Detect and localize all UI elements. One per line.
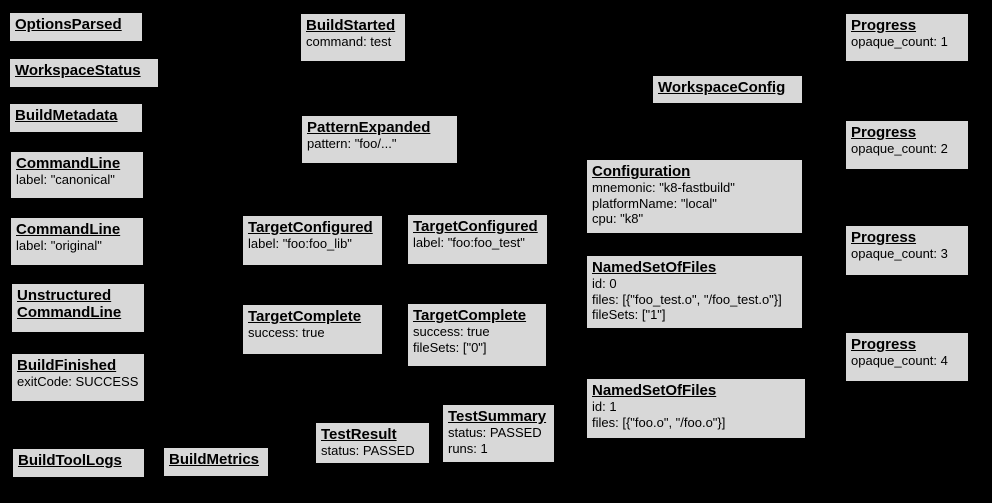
node-progress-4: Progress opaque_count: 4 — [845, 332, 969, 382]
node-targetconfigured-foo-test: TargetConfigured label: "foo:foo_test" — [407, 214, 548, 265]
node-attribute: opaque_count: 2 — [851, 141, 948, 157]
node-attribute: success: true — [248, 325, 325, 341]
node-attribute: exitCode: SUCCESS — [17, 374, 139, 390]
node-optionsparsed: OptionsParsed — [9, 12, 143, 42]
node-progress-1: Progress opaque_count: 1 — [845, 13, 969, 62]
node-title: Progress — [851, 229, 917, 246]
node-attribute: status: PASSED — [321, 443, 415, 459]
node-unstructuredcommandline: Unstructured CommandLine — [11, 283, 145, 333]
node-title: NamedSetOfFiles — [592, 259, 717, 276]
node-buildmetrics: BuildMetrics — [163, 447, 269, 477]
node-progress-2: Progress opaque_count: 2 — [845, 120, 969, 170]
node-attribute: status: PASSED — [448, 425, 542, 441]
node-title: BuildMetadata — [15, 107, 118, 124]
node-workspacestatus: WorkspaceStatus — [9, 58, 159, 88]
node-title: TargetConfigured — [248, 219, 373, 236]
node-title: Progress — [851, 124, 917, 141]
node-attribute: fileSets: ["1"] — [592, 307, 666, 323]
node-title: Progress — [851, 17, 917, 34]
node-title: CommandLine — [16, 155, 121, 172]
node-testsummary: TestSummary status: PASSED runs: 1 — [442, 404, 555, 463]
node-attribute: runs: 1 — [448, 440, 488, 456]
node-attribute: mnemonic: "k8-fastbuild" — [592, 180, 735, 196]
node-namedsetoffiles-1: NamedSetOfFiles id: 1 files: [{"foo.o", … — [586, 378, 806, 439]
node-attribute: platformName: "local" — [592, 195, 717, 211]
node-progress-3: Progress opaque_count: 3 — [845, 225, 969, 276]
node-title: TargetComplete — [413, 307, 527, 324]
node-attribute: id: 1 — [592, 399, 617, 415]
node-title: TestSummary — [448, 408, 547, 425]
node-attribute: opaque_count: 3 — [851, 246, 948, 262]
node-attribute: success: true — [413, 324, 490, 340]
node-title: CommandLine — [16, 221, 121, 238]
node-title: OptionsParsed — [15, 16, 122, 33]
node-attribute: fileSets: ["0"] — [413, 339, 487, 355]
node-buildstarted: BuildStarted command: test — [300, 13, 406, 62]
node-buildtoollogs: BuildToolLogs — [12, 448, 145, 478]
node-title: Unstructured CommandLine — [17, 287, 122, 322]
node-title: BuildStarted — [306, 17, 396, 34]
node-attribute: label: "foo:foo_test" — [413, 235, 525, 251]
node-attribute: cpu: "k8" — [592, 211, 644, 227]
node-attribute: id: 0 — [592, 276, 617, 292]
node-commandline-original: CommandLine label: "original" — [10, 217, 144, 266]
node-targetconfigured-foo-lib: TargetConfigured label: "foo:foo_lib" — [242, 215, 383, 266]
node-title: TargetComplete — [248, 308, 362, 325]
node-attribute: command: test — [306, 34, 392, 50]
node-buildmetadata: BuildMetadata — [9, 103, 143, 133]
node-configuration: Configuration mnemonic: "k8-fastbuild" p… — [586, 159, 803, 234]
node-buildfinished: BuildFinished exitCode: SUCCESS — [11, 353, 145, 402]
node-title: TestResult — [321, 426, 397, 443]
node-title: WorkspaceConfig — [658, 79, 786, 96]
node-attribute: files: [{"foo.o", "/foo.o"}] — [592, 414, 726, 430]
node-title: TargetConfigured — [413, 218, 538, 235]
node-title: WorkspaceStatus — [15, 62, 141, 79]
node-workspaceconfig: WorkspaceConfig — [652, 75, 803, 104]
node-attribute: pattern: "foo/..." — [307, 136, 397, 152]
node-title: Configuration — [592, 163, 691, 180]
node-title: BuildToolLogs — [18, 452, 122, 469]
node-attribute: files: [{"foo_test.o", "/foo_test.o"}] — [592, 291, 782, 307]
node-title: BuildFinished — [17, 357, 117, 374]
node-attribute: opaque_count: 1 — [851, 34, 948, 50]
node-title: Progress — [851, 336, 917, 353]
node-targetcomplete-foo-lib: TargetComplete success: true — [242, 304, 383, 355]
node-attribute: opaque_count: 4 — [851, 353, 948, 369]
node-title: PatternExpanded — [307, 119, 431, 136]
node-patternexpanded: PatternExpanded pattern: "foo/..." — [301, 115, 458, 164]
node-title: BuildMetrics — [169, 451, 260, 468]
node-testresult: TestResult status: PASSED — [315, 422, 430, 464]
node-targetcomplete-foo-test: TargetComplete success: true fileSets: [… — [407, 303, 547, 367]
node-commandline-canonical: CommandLine label: "canonical" — [10, 151, 144, 199]
node-attribute: label: "original" — [16, 238, 102, 254]
node-attribute: label: "foo:foo_lib" — [248, 236, 352, 252]
node-namedsetoffiles-0: NamedSetOfFiles id: 0 files: [{"foo_test… — [586, 255, 803, 329]
node-title: NamedSetOfFiles — [592, 382, 717, 399]
node-attribute: label: "canonical" — [16, 172, 115, 188]
